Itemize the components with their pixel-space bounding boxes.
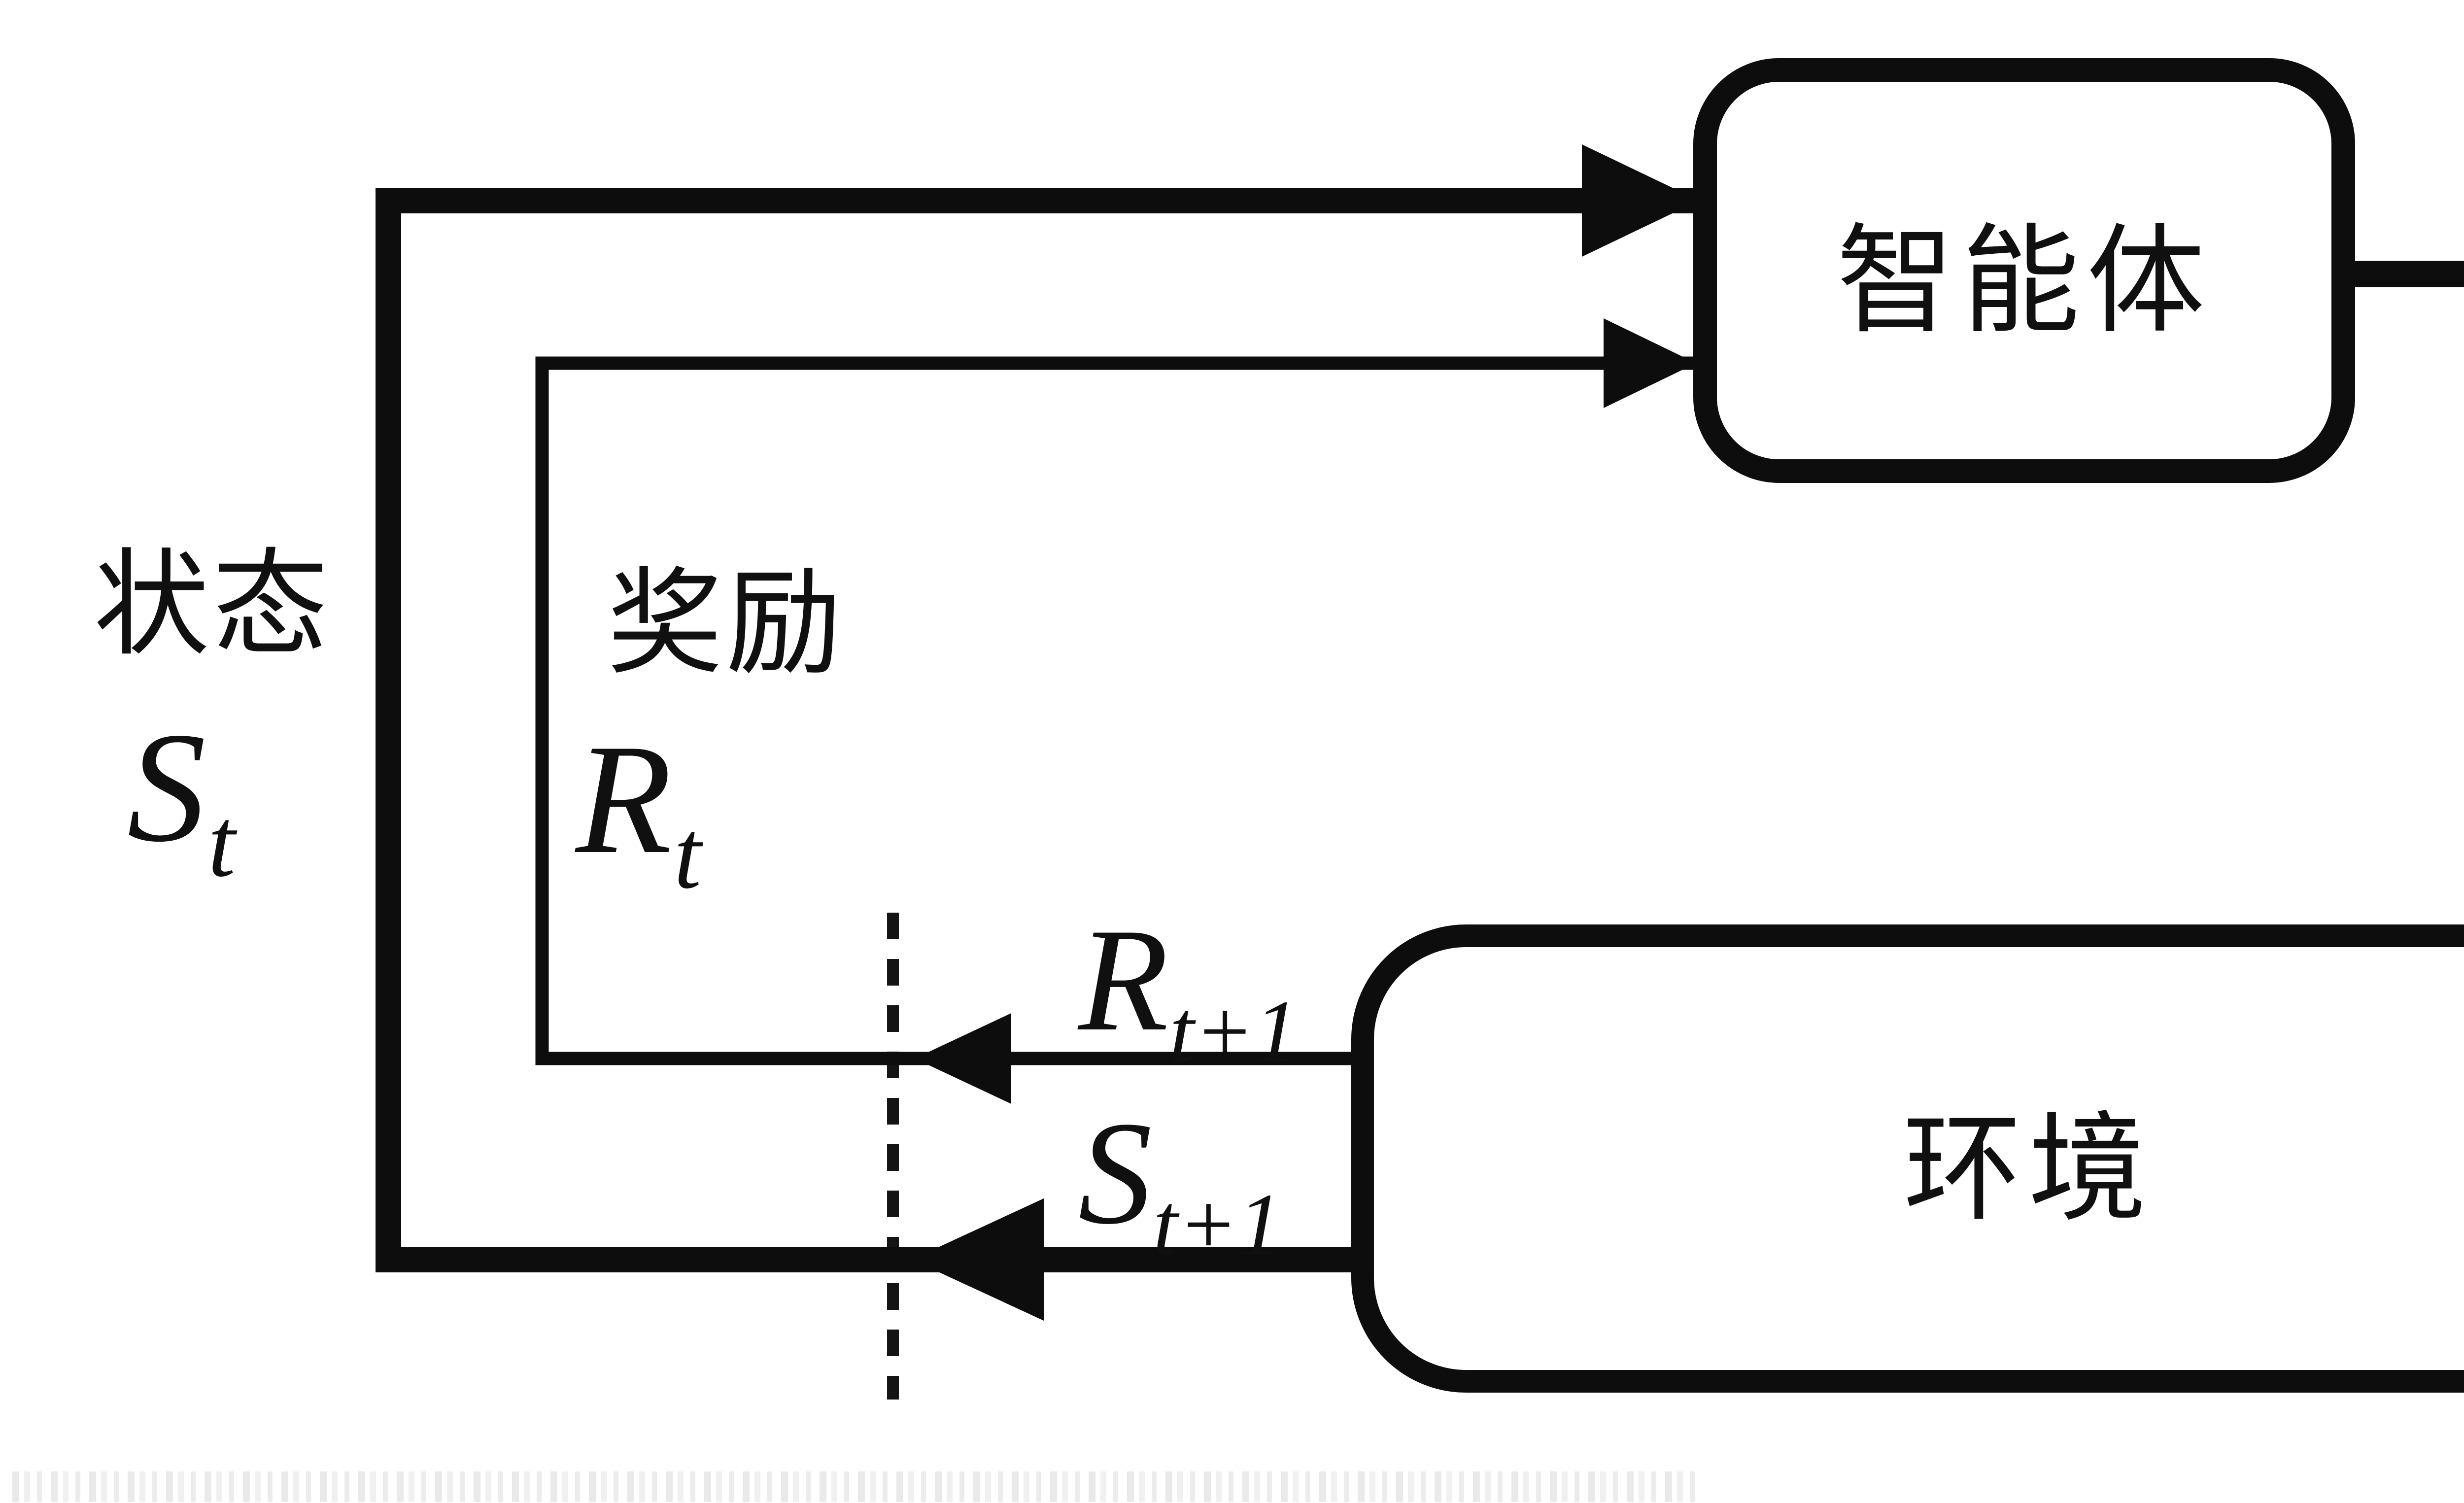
state-symbol: St — [127, 709, 236, 892]
state-cn-label: 状态 — [94, 542, 331, 670]
environment-box — [1351, 924, 2464, 1393]
reward-arrowhead-into-agent — [1604, 318, 1696, 408]
environment-node-label-area: 环境 — [1351, 924, 2464, 1393]
environment-label: 环境 — [1903, 1104, 2154, 1235]
next-state-symbol: St+1 — [1078, 1099, 1282, 1269]
reward-cn-label: 奖励 — [607, 560, 845, 688]
state-arrowhead-into-agent — [1582, 144, 1699, 257]
next-state-symbol-subscript: t+1 — [1153, 1175, 1282, 1273]
next-reward-arrowhead — [915, 1013, 1011, 1104]
state-flow-line — [376, 188, 1693, 1272]
state-symbol-letter: S — [127, 700, 206, 875]
next-state-symbol-letter: S — [1078, 1091, 1152, 1255]
cropped-caption-fragment — [12, 1471, 1700, 1502]
reward-symbol: Rt — [576, 720, 701, 904]
next-reward-symbol: Rt+1 — [1078, 906, 1299, 1076]
agent-label: 智能体 — [1836, 216, 2212, 347]
agent-box — [1693, 58, 2355, 483]
next-reward-symbol-subscript: t+1 — [1169, 982, 1299, 1080]
agent-node-label-area: 智能体 — [1693, 58, 2355, 483]
next-reward-symbol-letter: R — [1078, 898, 1169, 1061]
state-symbol-subscript: t — [208, 788, 236, 897]
next-state-arrowhead — [912, 1198, 1044, 1321]
reward-symbol-subscript: t — [674, 800, 702, 909]
reward-symbol-letter: R — [576, 712, 672, 887]
